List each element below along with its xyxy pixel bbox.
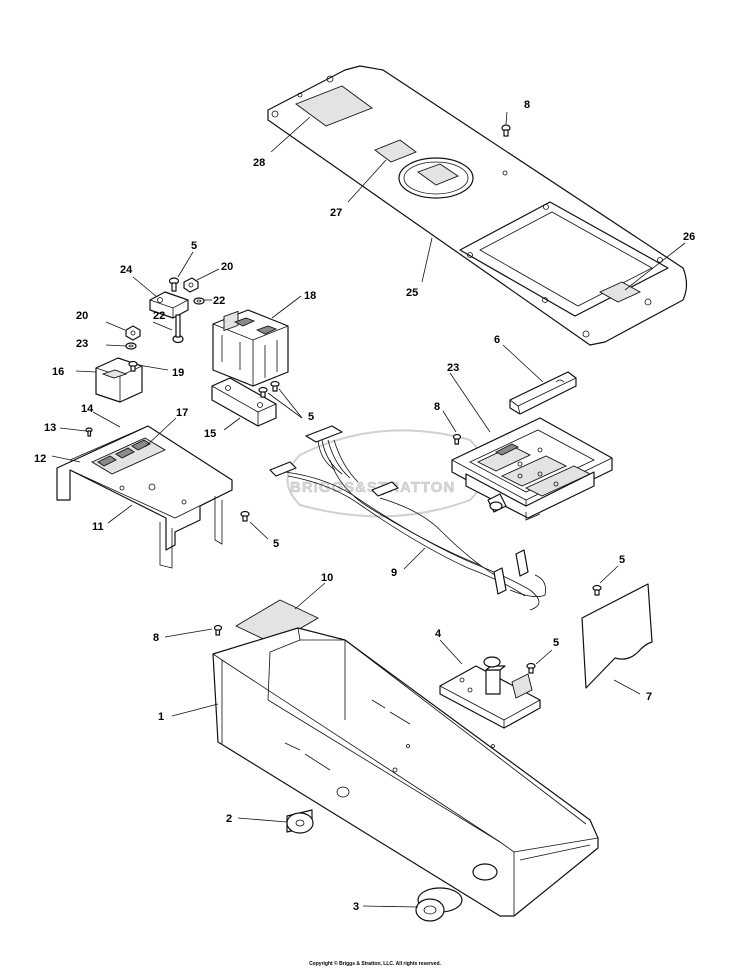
screw-5-strap-b [270,380,280,392]
screw-8-lower [213,624,223,636]
nut-20-left [125,325,141,341]
washer-22-left [125,342,137,350]
callout-19: 19 [172,367,184,379]
callout-4: 4 [435,628,442,640]
callout-11: 11 [92,521,104,533]
leader-lines [51,111,686,908]
callout-26: 26 [683,231,695,243]
callout-13: 13 [44,422,56,434]
callout-8-lower: 8 [153,632,159,644]
outlet-strap-15 [211,377,277,427]
screw-5-strap-a [258,386,268,398]
screw-5-bracket [168,277,180,292]
screw-5-pcboard [526,662,536,674]
callout-24: 24 [120,264,133,276]
callout-7: 7 [646,691,652,703]
screw-5-lower [240,510,250,522]
screw-13 [85,427,93,437]
mounting-bracket-24 [149,291,189,319]
rubber-foot-2 [286,809,314,834]
screw-8-panel [452,433,462,445]
callout-25: 25 [406,287,418,299]
cover-6 [509,371,577,415]
callout-5-plate: 5 [619,554,625,566]
base-housing-1 [212,627,599,917]
callout-5-bracket: 5 [191,240,197,252]
callout-22-left: 23 [76,338,88,350]
callout-14: 14 [81,403,94,415]
callout-17: 17 [176,407,188,419]
copyright-notice: Copyright © Briggs & Stratton, LLC. All … [309,961,441,967]
label-10 [235,599,319,645]
callout-27: 27 [330,207,342,219]
callout-20-left: 20 [76,310,88,322]
control-bracket-11 [56,425,233,569]
watermark-text: BRIGGS&STRATTON [290,479,455,496]
circuit-breaker-18 [212,309,289,387]
callout-5-lower: 5 [273,538,279,550]
callout-21: 22 [153,310,165,322]
screw-8-top [501,124,511,137]
callout-2: 2 [226,813,232,825]
screw-5-plate [592,584,602,596]
callout-22-right: 22 [213,295,225,307]
wire-harness-9 [269,425,546,611]
callout-5-pcboard: 5 [553,637,559,649]
screw-19 [128,360,138,372]
callout-28: 28 [253,157,265,169]
callout-9: 9 [391,567,397,579]
callout-1: 1 [158,711,164,723]
callout-6: 6 [494,334,500,346]
cover-plate-7 [581,583,653,689]
callout-8-top: 8 [524,99,530,111]
watermark-logo: BRIGGS&STRATTON [286,429,486,518]
callout-5-strap: 5 [308,411,314,423]
callout-3: 3 [353,901,359,913]
washer-22-right [193,297,205,305]
callout-23: 23 [447,362,459,374]
callout-labels: 8 28 27 26 25 5 24 20 22 18 20 22 23 16 … [34,99,695,913]
pc-board-4 [439,656,541,729]
top-cover-panel [267,65,688,346]
callout-10: 10 [321,572,333,584]
callout-18: 18 [304,290,316,302]
rubber-foot-3 [415,887,463,922]
nut-20-right [183,277,199,293]
bolt-21 [172,314,184,344]
control-panel-23 [451,417,613,521]
callout-12: 12 [34,453,46,465]
callout-20-right: 20 [221,261,233,273]
callout-16: 16 [52,366,64,378]
callout-8-panel: 8 [434,401,440,413]
callout-15: 15 [204,428,216,440]
